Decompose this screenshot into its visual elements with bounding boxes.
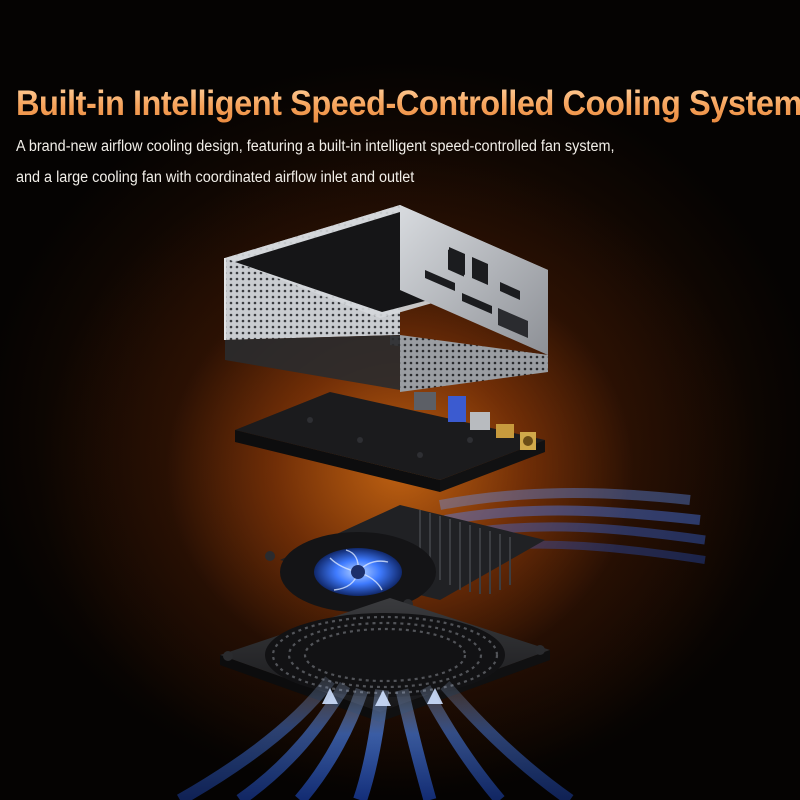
intake-airflow: [177, 676, 574, 800]
chassis-top-shell: [224, 205, 548, 438]
up-arrow-icon: [322, 688, 443, 706]
subtitle-line-2: and a large cooling fan with coordinated…: [16, 169, 415, 186]
subtitle-line-1: A brand-new airflow cooling design, feat…: [16, 138, 615, 155]
bottom-vent-plate: [220, 598, 550, 722]
motherboard: [235, 392, 545, 492]
page-title: Built-in Intelligent Speed-Controlled Co…: [16, 84, 800, 123]
cooling-fan-module: [265, 505, 545, 612]
